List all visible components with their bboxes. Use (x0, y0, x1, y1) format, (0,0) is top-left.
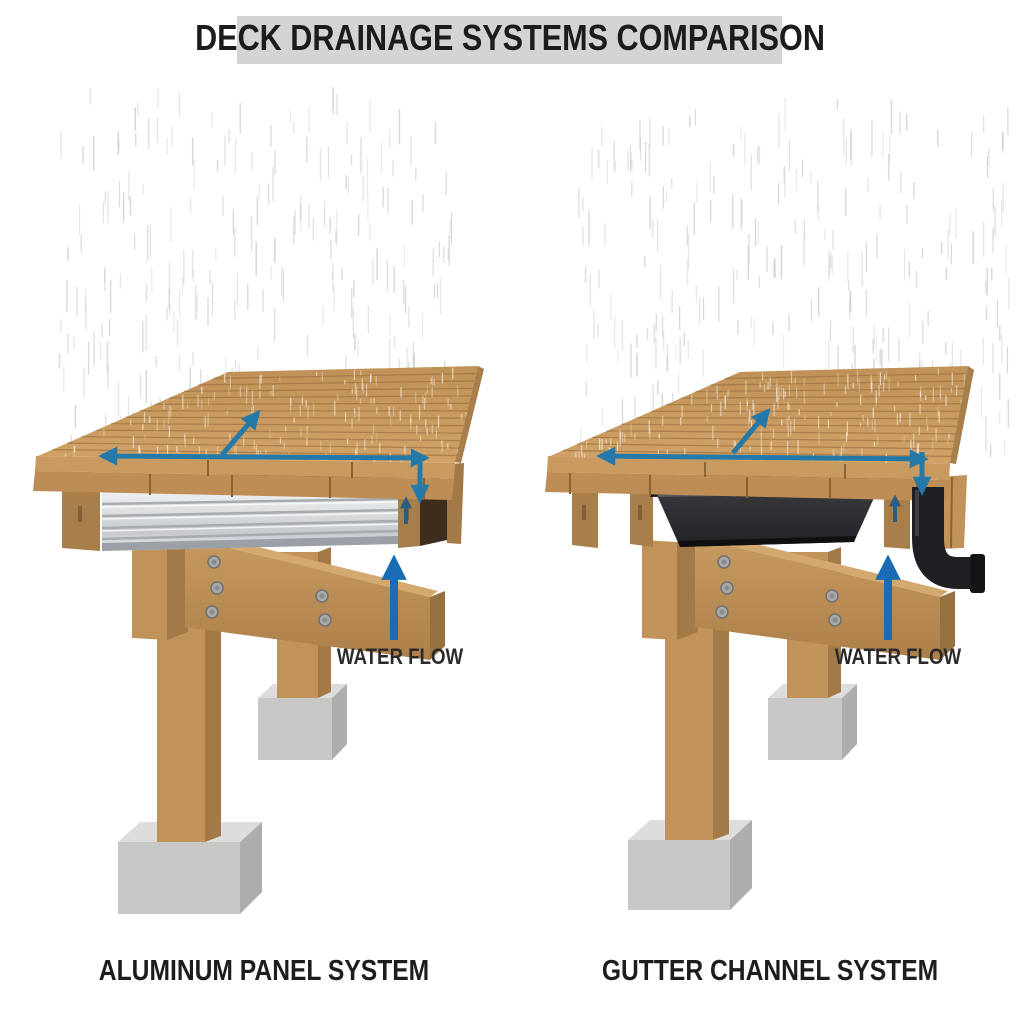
end-joist (62, 479, 100, 551)
aluminum-panel-system-label: ALUMINUM PANEL SYSTEM (99, 954, 429, 986)
deck-span-arrow (596, 446, 929, 469)
beam-end-block (132, 536, 188, 640)
gutter-channel-system-label: GUTTER CHANNEL SYSTEM (602, 954, 938, 986)
deck-post (157, 602, 221, 842)
water-flow-arrows (98, 410, 430, 640)
deck-post (665, 602, 729, 840)
water-flow-label: WATER FLOW (835, 646, 962, 670)
water-flow-arrows (596, 408, 932, 640)
deck-side-edge (455, 366, 484, 463)
downspout-pipe (912, 487, 985, 593)
aluminum-panel-deck: WATER FLOW (33, 366, 484, 914)
deck-side-edge (950, 366, 974, 464)
support-beam (185, 531, 445, 660)
water-flow-label: WATER FLOW (337, 646, 464, 670)
deck-span-arrow (98, 446, 430, 468)
diagram-title: DECK DRAINAGE SYSTEMS COMPARISON (195, 19, 825, 59)
beam-end-block (642, 536, 698, 640)
beam-bolts (205, 555, 332, 627)
concrete-footing (628, 820, 752, 910)
slope-direction-arrow (220, 410, 261, 457)
joist (630, 480, 653, 547)
title-banner (237, 16, 782, 64)
slope-direction-arrow (731, 408, 771, 455)
deck-planks (52, 372, 477, 457)
gutter-channel-deck: WATER FLOW (545, 366, 985, 910)
beam-bolts (715, 555, 842, 627)
end-joist (572, 479, 598, 548)
